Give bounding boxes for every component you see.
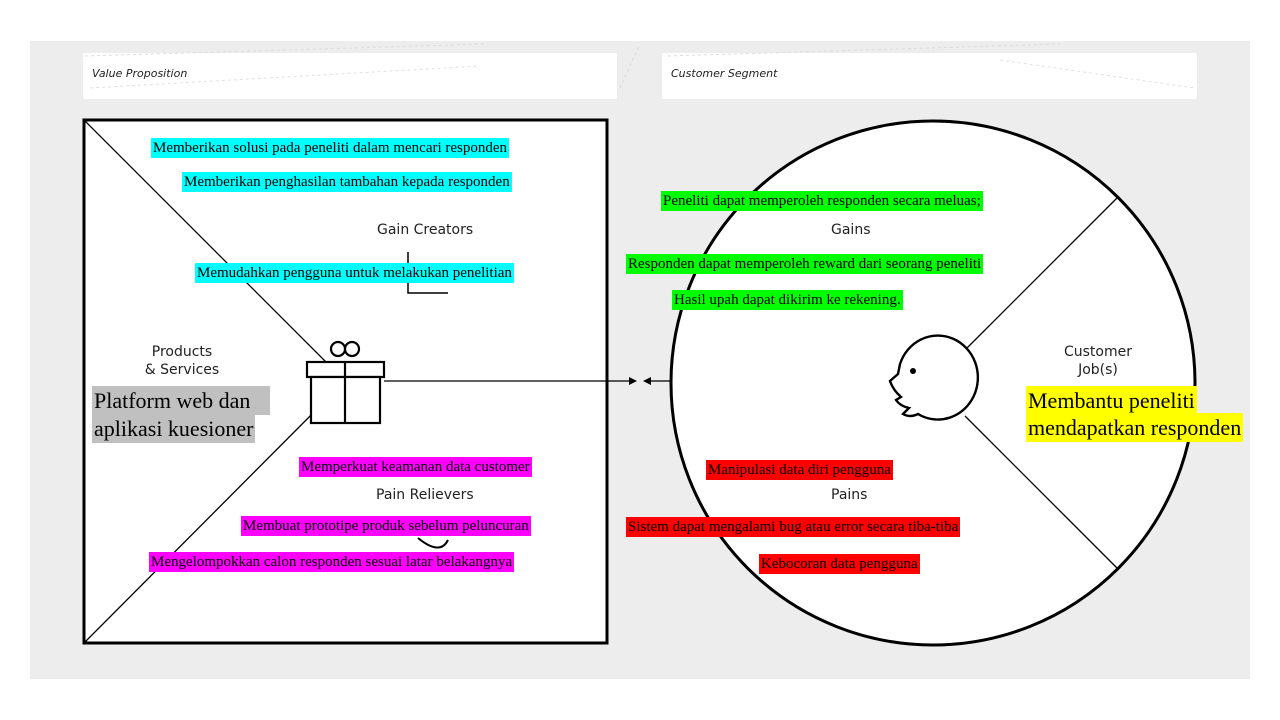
value-proposition-title: Value Proposition — [92, 67, 188, 80]
arrow-right-icon — [629, 377, 637, 385]
gain-creator-item: Memberikan solusi pada peneliti dalam me… — [151, 138, 510, 158]
customer-segment-title: Customer Segment — [671, 67, 778, 80]
circle-divider-upper — [964, 196, 1119, 351]
gain-creators-label: Gain Creators — [377, 222, 474, 238]
pain-reliever-item: Memperkuat keamanan data customer — [299, 457, 532, 477]
gain-item: Peneliti dapat memperoleh responden seca… — [661, 191, 983, 211]
products-services-label-line: Products — [151, 344, 213, 360]
pain-reliever-item: Mengelompokkan calon responden sesuai la… — [149, 552, 515, 572]
customer-segment-header: Customer Segment — [662, 53, 1197, 99]
products-services-item: Platform web dan — [92, 386, 270, 415]
header-deco-line — [667, 43, 1061, 57]
gain-item: Responden dapat memperoleh reward dari s… — [626, 254, 984, 274]
customer-jobs-label: Customer Job(s) — [1056, 343, 1140, 379]
pain-item: Kebocoran data pengguna — [759, 554, 920, 574]
pain-reliever-item: Membuat prototipe produk sebelum peluncu… — [241, 516, 531, 536]
customer-jobs-label-line: Customer — [1063, 344, 1132, 360]
gains-label: Gains — [831, 222, 871, 238]
products-services-item: aplikasi kuesioner — [92, 414, 256, 443]
products-services-label-line: & Services — [144, 362, 220, 378]
header-deco-line — [89, 65, 481, 89]
products-services-label: Products & Services — [140, 343, 224, 379]
value-proposition-header: Value Proposition — [83, 53, 617, 99]
pain-item: Manipulasi data diri pengguna — [706, 460, 893, 480]
pain-relievers-icon — [417, 537, 449, 549]
gain-creator-item: Memberikan penghasilan tambahan kepada r… — [182, 172, 512, 192]
pains-label: Pains — [831, 487, 868, 503]
gain-creator-item: Memudahkan pengguna untuk melakukan pene… — [195, 263, 514, 283]
value-map-diagonal-upper — [83, 119, 346, 382]
customer-jobs-label-line: Job(s) — [1078, 362, 1118, 378]
pain-relievers-label: Pain Relievers — [376, 487, 474, 503]
pain-item: Sistem dapat mengalami bug atau error se… — [626, 517, 961, 537]
header-deco-line — [999, 59, 1196, 89]
gift-icon — [305, 340, 386, 425]
gain-item: Hasil upah dapat dikirim ke rekening. — [672, 290, 903, 310]
header-deco-line — [619, 43, 641, 89]
arrow-left-icon — [643, 377, 651, 385]
value-map-diagonal-lower — [83, 380, 346, 644]
circle-divider-lower — [964, 415, 1119, 570]
header-deco-line — [84, 43, 486, 57]
customer-job-item: mendapatkan responden — [1026, 413, 1244, 442]
face-icon — [888, 334, 980, 421]
customer-job-item: Membantu peneliti — [1026, 386, 1197, 415]
